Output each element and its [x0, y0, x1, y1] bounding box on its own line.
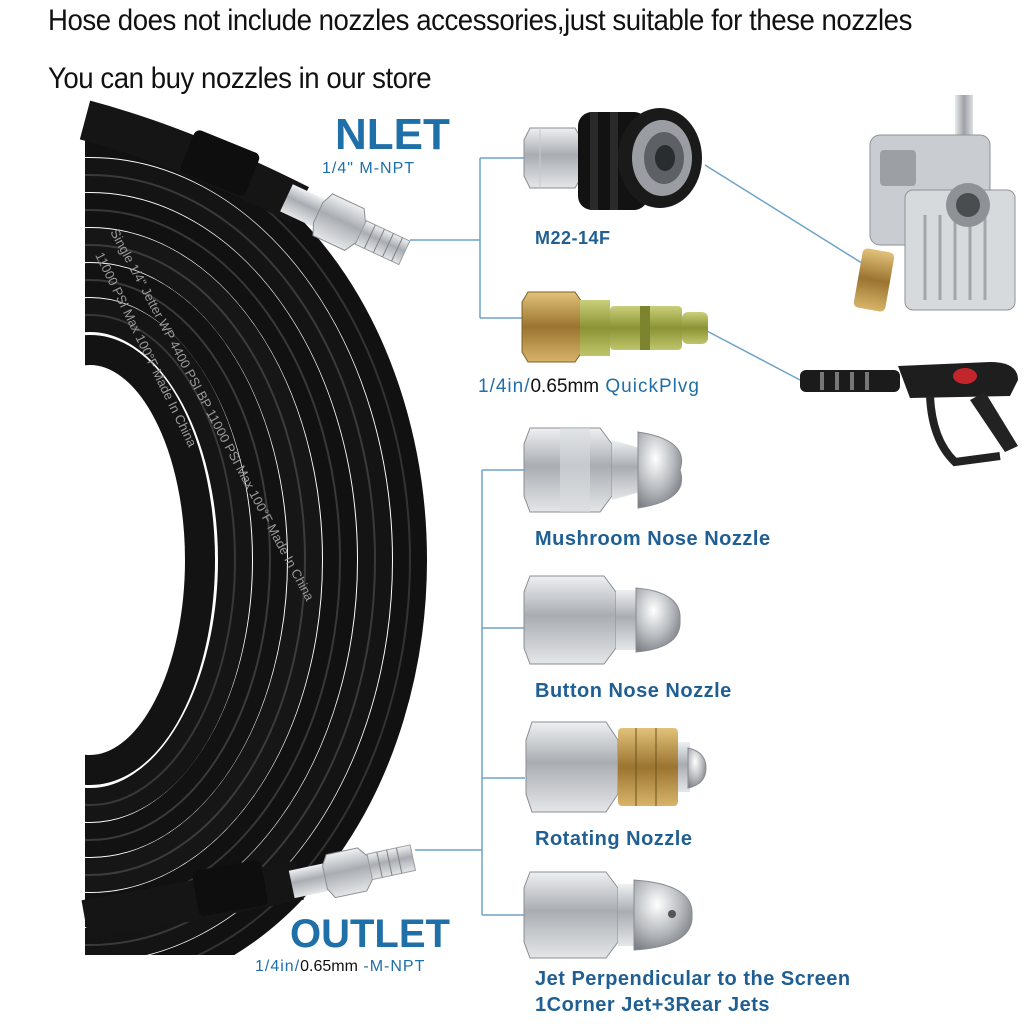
quick-plug-label-insert: 0.65mm — [530, 376, 600, 397]
quick-plug-icon — [521, 291, 708, 363]
jet-nozzle-label: Jet Perpendicular to the Screen — [535, 968, 851, 990]
headline-notice: Hose does not include nozzles accessorie… — [48, 4, 912, 37]
rotating-nozzle-icon — [525, 721, 707, 813]
quick-plug-label-prefix: 1/4in/ — [478, 376, 531, 397]
inlet-fitting — [280, 184, 411, 266]
jet-nozzle-label-2: 1Corner Jet+3Rear Jets — [535, 994, 771, 1016]
button-nozzle-icon — [523, 575, 681, 665]
outlet-spec-insert: 0.65mm — [300, 958, 358, 975]
headline-store: You can buy nozzles in our store — [48, 62, 432, 95]
quick-plug-label: 1/4in/0.65mm QuickPlvg — [478, 376, 700, 398]
mushroom-nozzle-icon — [523, 427, 682, 513]
inlet-spec: 1/4" M-NPT — [322, 160, 416, 177]
connector-lines — [410, 157, 866, 916]
outlet-spec: 1/4in/0.65mm -M-NPT — [255, 958, 425, 976]
outlet-spec-suffix: -M-NPT — [357, 958, 426, 975]
outlet-fitting — [288, 844, 417, 899]
m22-coupler-icon — [523, 108, 702, 210]
jet-nozzle-icon — [523, 871, 693, 959]
hose-coil — [79, 100, 427, 955]
outlet-spec-prefix: 1/4in/ — [255, 958, 301, 975]
m22-label: M22-14F — [535, 228, 611, 248]
inlet-title: NLET — [335, 110, 450, 159]
button-nozzle-label: Button Nose Nozzle — [535, 680, 732, 702]
rotating-nozzle-label: Rotating Nozzle — [535, 828, 693, 850]
mushroom-nozzle-label: Mushroom Nose Nozzle — [535, 528, 771, 550]
quick-plug-label-suffix: QuickPlvg — [599, 376, 700, 397]
outlet-title: OUTLET — [290, 912, 450, 956]
spray-gun-icon — [800, 362, 1018, 467]
pump-icon — [853, 95, 1016, 312]
